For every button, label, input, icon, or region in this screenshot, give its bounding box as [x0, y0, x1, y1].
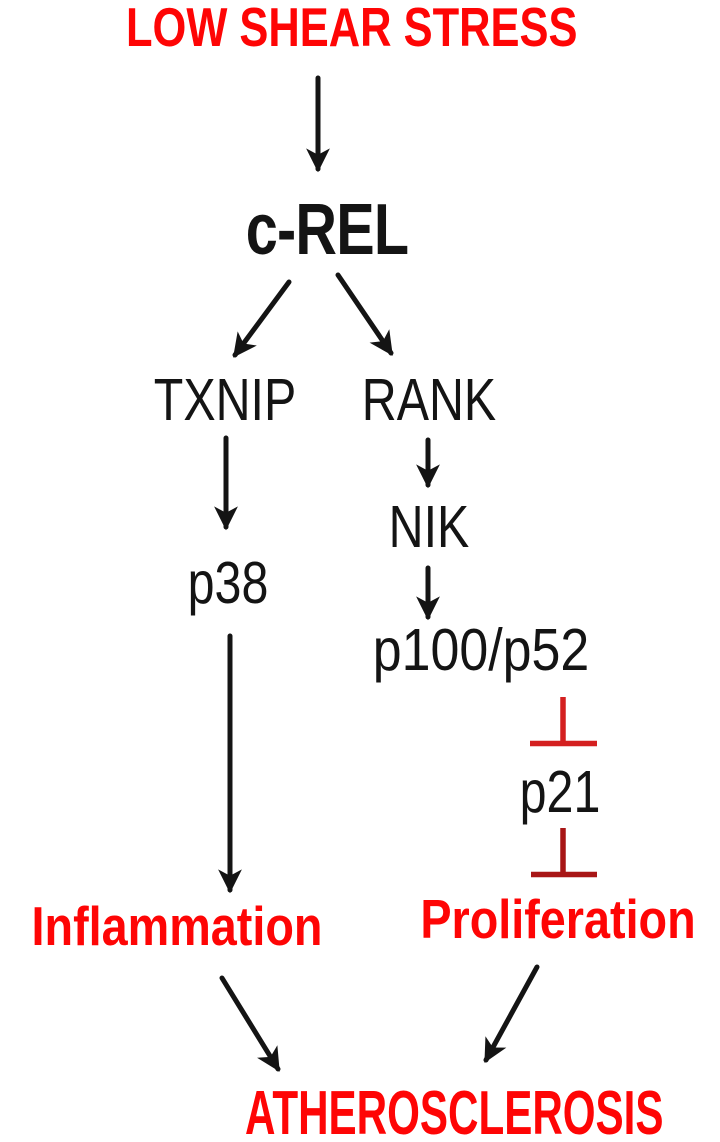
- inhibition-p100p52-to-p21: [530, 697, 597, 747]
- inhibition-p21-to-proliferation: [531, 828, 597, 878]
- node-p100-p52: p100/p52: [372, 617, 590, 683]
- node-p21: p21: [519, 759, 601, 825]
- arrow-crel-to-rank: [335, 272, 394, 356]
- node-txnip: TXNIP: [153, 367, 297, 433]
- node-atherosclerosis: ATHEROSCLEROSIS: [245, 1079, 664, 1142]
- node-nik: NIK: [388, 494, 470, 560]
- node-c-rel: c-REL: [245, 190, 409, 270]
- arrow-crel-to-txnip: [232, 279, 292, 358]
- arrow-proliferation-to-atherosclerosis: [483, 964, 540, 1063]
- node-p38: p38: [187, 550, 269, 616]
- node-proliferation: Proliferation: [420, 888, 696, 950]
- node-inflammation: Inflammation: [31, 895, 323, 957]
- node-rank: RANK: [361, 367, 497, 433]
- node-low-shear-stress: LOW SHEAR STRESS: [126, 0, 578, 58]
- arrow-inflammation-to-atherosclerosis: [219, 975, 281, 1072]
